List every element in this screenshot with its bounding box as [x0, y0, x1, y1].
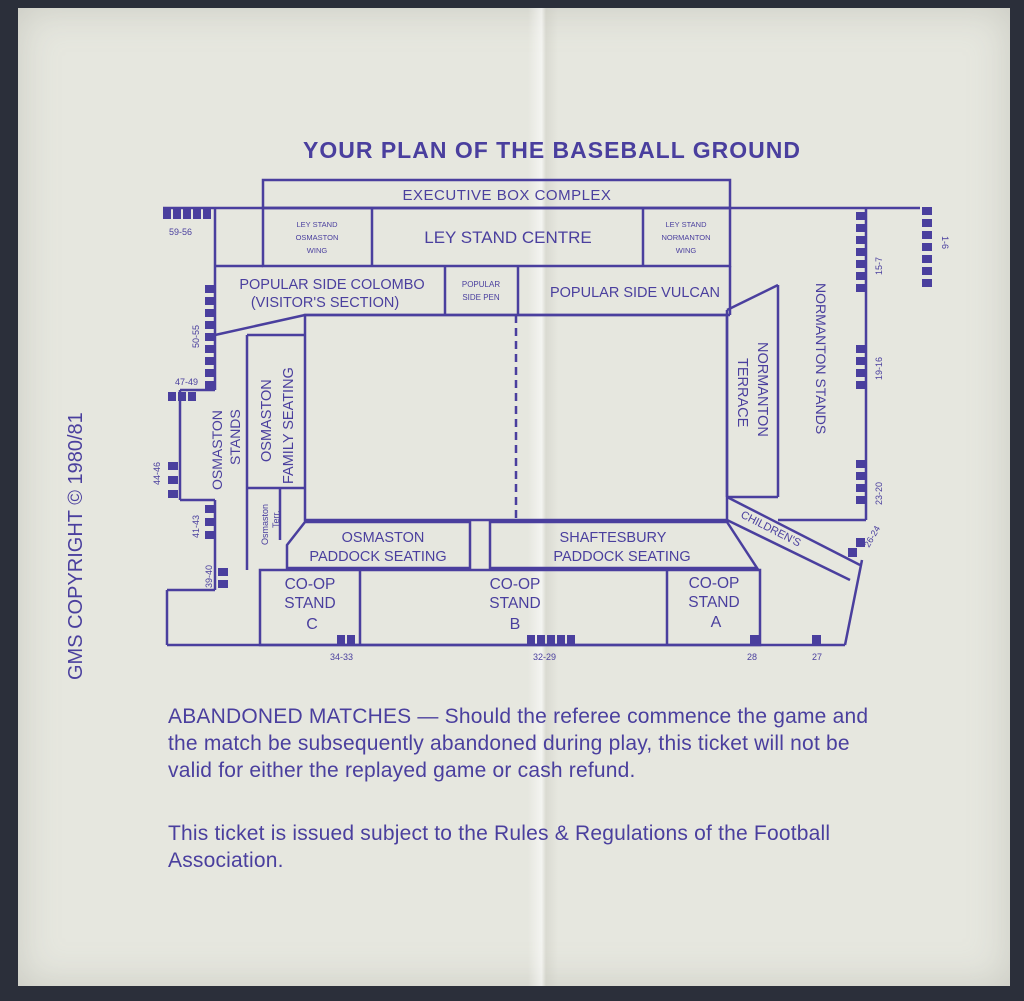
gate-44-46: 44-46 [152, 462, 162, 485]
ley-centre-label: LEY STAND CENTRE [424, 228, 592, 247]
gate-15-7: 15-7 [874, 257, 884, 275]
osmaston-paddock-label-2: PADDOCK SEATING [309, 549, 446, 565]
coop-c-label-1: CO-OP [285, 576, 336, 593]
ley-normanton-label-2: NORMANTON [661, 233, 710, 242]
coop-b-label-3: B [510, 616, 521, 633]
osmaston-stands-label-1: OSMASTON [209, 410, 225, 490]
coop-c-label-2: STAND [284, 595, 335, 612]
ley-osmaston-label-1: LEY STAND [297, 220, 339, 229]
normanton-terrace-label-1: NORMANTON [754, 342, 770, 437]
ley-normanton-label-3: WING [676, 246, 697, 255]
gate-50-55: 50-55 [191, 325, 201, 348]
osmaston-family-label-1: OSMASTON [259, 379, 275, 462]
gate-23-20: 23-20 [874, 482, 884, 505]
gate-34-33: 34-33 [330, 652, 353, 662]
vulcan-label: POPULAR SIDE VULCAN [550, 285, 720, 301]
copyright: GMS COPYRIGHT © 1980/81 [65, 412, 87, 680]
abandoned-matches-notice: ABANDONED MATCHES — Should the referee c… [168, 705, 869, 782]
coop-c-label-3: C [306, 616, 318, 633]
osmaston-paddock-label-1: OSMASTON [342, 530, 425, 546]
coop-b-label-1: CO-OP [490, 576, 541, 593]
paper-fold [528, 8, 558, 986]
colombo-label-2: (VISITOR'S SECTION) [251, 295, 399, 311]
gate-47-49: 47-49 [175, 377, 198, 387]
gate-28: 28 [747, 652, 757, 662]
gate-27: 27 [812, 652, 822, 662]
side-pen-label-1: POPULAR [462, 280, 500, 289]
osmaston-stands-label-2: STANDS [227, 409, 243, 465]
osmaston-terr-label-1: Osmaston [260, 504, 270, 545]
rules-notice: This ticket is issued subject to the Rul… [168, 822, 831, 872]
normanton-stands-label: NORMANTON STANDS [813, 283, 829, 434]
colombo-label-1: POPULAR SIDE COLOMBO [239, 277, 424, 293]
plan-title: YOUR PLAN OF THE BASEBALL GROUND [303, 137, 801, 163]
coop-b-label-2: STAND [489, 595, 540, 612]
coop-a-label-3: A [711, 614, 722, 631]
ley-osmaston-label-3: WING [307, 246, 328, 255]
shaftesbury-label-2: PADDOCK SEATING [553, 549, 690, 565]
gate-26-24: 26-24 [862, 524, 882, 549]
gate-19-16: 19-16 [874, 357, 884, 380]
gate-32-29: 32-29 [533, 652, 556, 662]
ticket [18, 8, 1010, 986]
ley-normanton-label-1: LEY STAND [666, 220, 708, 229]
ley-osmaston-label-2: OSMASTON [296, 233, 339, 242]
side-pen-label-2: SIDE PEN [462, 293, 500, 302]
osmaston-terr-label-2: Terr. [271, 510, 281, 528]
gate-1-6: 1-6 [940, 236, 950, 249]
executive-label: EXECUTIVE BOX COMPLEX [403, 187, 612, 204]
osmaston-family-label-2: FAMILY SEATING [281, 367, 297, 484]
coop-a-label-1: CO-OP [689, 575, 740, 592]
gate-59-56: 59-56 [169, 227, 192, 237]
turnstiles [163, 207, 932, 644]
gate-41-43: 41-43 [191, 515, 201, 538]
coop-a-label-2: STAND [688, 594, 739, 611]
shaftesbury-label-1: SHAFTESBURY [560, 530, 667, 546]
normanton-terrace-label-2: TERRACE [734, 358, 750, 428]
gate-39-40: 39-40 [204, 565, 214, 588]
